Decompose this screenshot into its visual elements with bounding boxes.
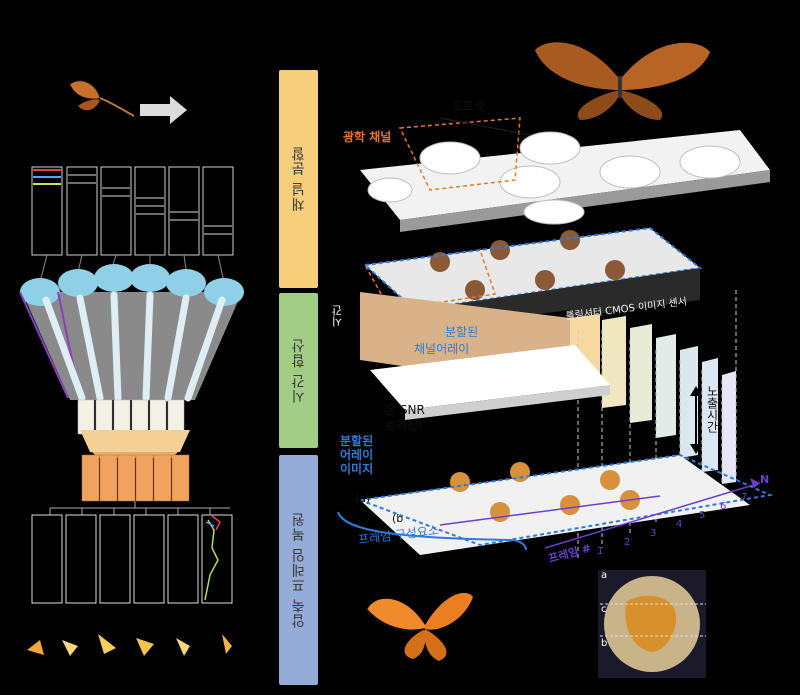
optical-channel-plate (360, 130, 770, 220)
orange-cylinders (81, 454, 190, 502)
output-thumbnails (22, 628, 232, 660)
label-low-snr-1: 은 SNR (385, 403, 425, 417)
left-panel-diagram (19, 80, 244, 660)
label-offset: 오프셋 (452, 99, 486, 113)
white-slab (370, 345, 610, 410)
label-marker-a: (a) (355, 492, 371, 505)
label-divided-array-image-2: 어레이 (340, 448, 374, 462)
band-label-channel-split: 채널 분할 (290, 146, 307, 212)
band-time-integration: 시간 합산 (279, 293, 318, 448)
inset-label-a: a (601, 570, 608, 581)
label-divided-channel-array-2: 채널어레이 (414, 342, 470, 356)
frame-number-7: 7 (741, 492, 748, 503)
band-label-time-integration: 시간 합산 (290, 337, 307, 404)
band-compressed-recovery: 압축 프레임 복원 (279, 455, 318, 685)
inset-label-c: c (601, 604, 607, 615)
recovered-image-plane (360, 455, 750, 555)
label-divided-array-image-1: 분할된 (340, 434, 374, 448)
label-optical-channel: 광학 채널 (343, 130, 392, 144)
band-label-compressed-recovery: 압축 프레임 복원 (290, 512, 307, 628)
frame-number-2: 2 (624, 537, 631, 548)
white-cylinders (77, 399, 185, 435)
right-panel-diagram (337, 42, 774, 678)
label-marker-b: (b (392, 512, 404, 525)
right-arrow-icon (140, 96, 187, 124)
tan-block (80, 430, 190, 452)
label-divided-channel-array-1: 분할된 (445, 325, 479, 339)
label-axis-n: N (760, 473, 770, 486)
label-divided-array-image-3: 이미지 (340, 462, 374, 476)
frame-number-5: 5 (699, 510, 706, 521)
band-channel-split: 채널 분할 (279, 70, 318, 288)
inset-label-b: b (601, 638, 608, 649)
lenslet-array (20, 264, 244, 306)
light-tubes (42, 291, 226, 402)
sensor-image-array (365, 228, 700, 310)
frame-axis-plane (359, 453, 774, 547)
channel-columns (31, 166, 234, 256)
lens-domes (367, 131, 741, 225)
label-low-snr-2: 흐려짐) (385, 419, 423, 433)
inset-panel (598, 570, 706, 678)
butterfly-large (535, 42, 710, 120)
blurred-butterflies (430, 230, 625, 300)
frame-number-6: 6 (720, 501, 727, 512)
frame-number-1: 1 (597, 546, 604, 557)
butterfly-bottom (366, 592, 473, 661)
recovery-frames (31, 514, 233, 604)
label-time-axis: 시간 (331, 305, 344, 327)
frame-number-4: 4 (676, 519, 683, 530)
label-exposure-time: 노출시간 (705, 385, 719, 433)
frame-number-3: 3 (650, 528, 657, 539)
butterfly-small (69, 80, 135, 117)
lens-fan (22, 292, 242, 400)
